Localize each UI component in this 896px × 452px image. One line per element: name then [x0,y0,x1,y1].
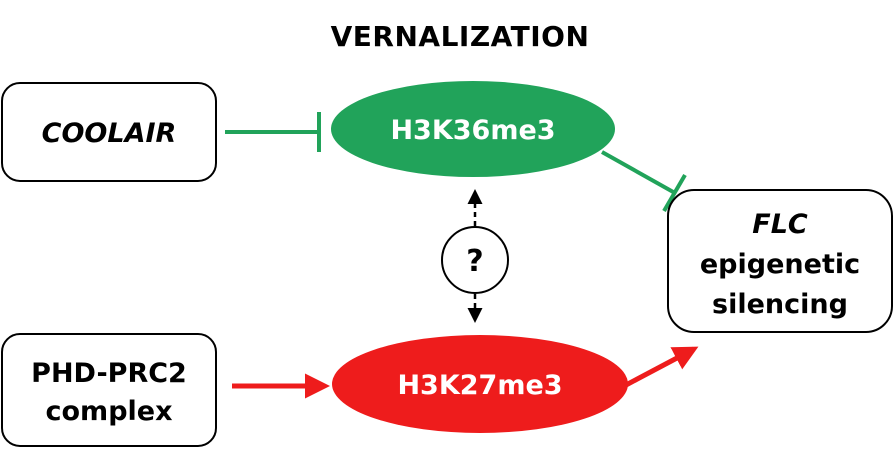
flc-box [667,189,893,333]
flc-epigenetic-label: epigenetic [700,249,860,280]
h3k27-activates-flc-arrow [624,346,699,388]
phd-prc2-node: PHD-PRC2 complex [1,333,217,447]
phd-prc2-label: PHD-PRC2 [31,358,187,389]
inhibition-bar [662,173,687,213]
unknown-link: ? [441,189,509,323]
question-mark: ? [466,244,483,279]
h3k27me3-ellipse [332,335,628,433]
flc-label: FLC [752,209,808,240]
diagram-title: VERNALIZATION [331,20,590,53]
h3k36-inhibits-flc-edge [601,150,687,213]
coolair-box [1,82,217,182]
flc-silencing-label: silencing [712,289,848,320]
h3k27me3-label: H3K27me3 [397,370,562,401]
question-circle [441,226,509,294]
h3k36me3-node: H3K36me3 [331,81,615,177]
h3k36me3-ellipse [331,81,615,177]
flc-node: FLC epigenetic silencing [667,189,893,333]
coolair-inhibits-h3k36-edge [225,112,321,152]
coolair-node: COOLAIR [1,82,217,182]
phd-prc2-box [1,333,217,447]
coolair-label: COOLAIR [42,118,177,149]
h3k27me3-node: H3K27me3 [332,335,628,433]
h3k36me3-label: H3K36me3 [390,115,555,146]
inhibition-line [601,150,676,195]
complex-label: complex [46,396,173,427]
